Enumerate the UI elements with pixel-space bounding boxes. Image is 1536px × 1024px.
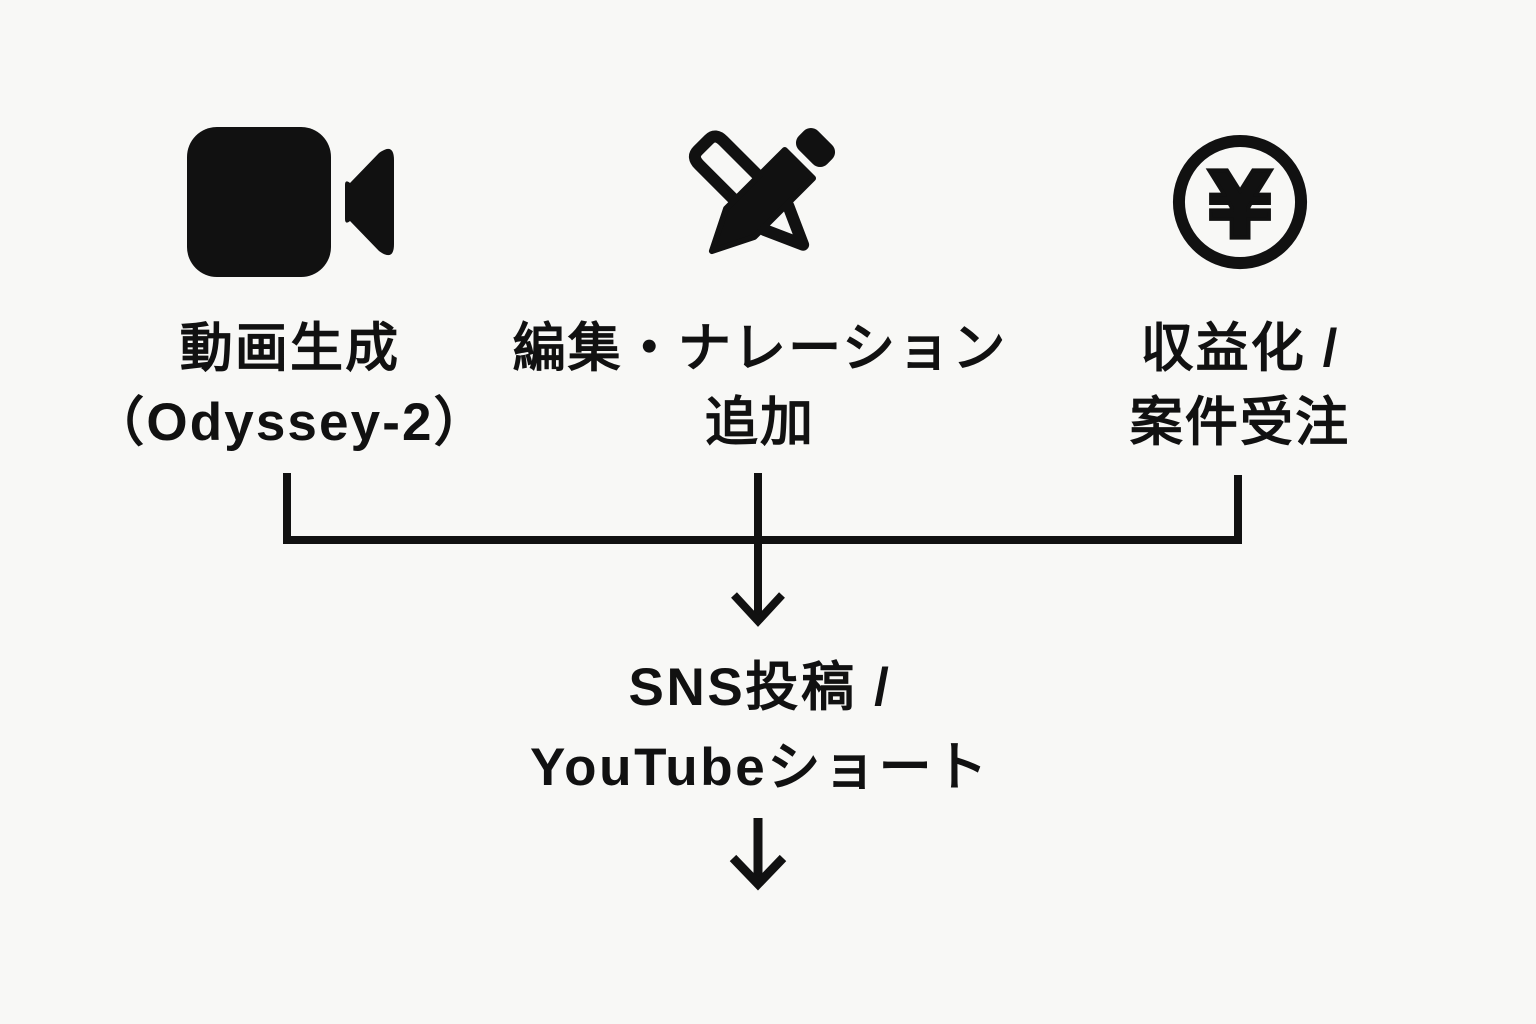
step-label: 収益化 / 案件受注 (1020, 312, 1460, 460)
step-video-generation: 動画生成 （Odyssey-2） (60, 118, 520, 460)
down-arrowhead (729, 854, 787, 891)
merge-arrowhead (731, 592, 785, 627)
yen-coin-icon-wrap: ¥ (1020, 118, 1460, 286)
output-label-line: SNS投稿 / (628, 658, 892, 717)
step-label-line: 動画生成 (179, 319, 401, 378)
video-camera-icon-wrap (60, 118, 520, 286)
step-label: 動画生成 （Odyssey-2） (60, 312, 520, 460)
step-label-line: （Odyssey-2） (91, 393, 489, 452)
step-editing-narration: 編集・ナレーション 追加 (480, 118, 1040, 460)
output-label-line: YouTubeショート (530, 738, 990, 797)
pencil-edit-icon (688, 127, 836, 255)
yen-symbol: ¥ (1208, 152, 1272, 260)
step-label-line: 案件受注 (1129, 393, 1351, 452)
step-label-line: 編集・ナレーション (512, 319, 1008, 378)
step-monetization: ¥ 収益化 / 案件受注 (1020, 118, 1460, 460)
down-arrow-icon (729, 818, 787, 891)
step-label-line: 追加 (704, 393, 816, 452)
step-label: 編集・ナレーション 追加 (480, 312, 1040, 460)
video-camera-icon (186, 127, 394, 277)
pencil-edit-icon-wrap (480, 118, 1040, 286)
step-label-line: 収益化 / (1140, 319, 1340, 378)
output-label: SNS投稿 / YouTubeショート (380, 648, 1140, 808)
merge-bracket-line (283, 473, 1242, 544)
yen-coin-icon: ¥ (1172, 134, 1308, 270)
merge-bracket-arrow (283, 473, 1242, 627)
